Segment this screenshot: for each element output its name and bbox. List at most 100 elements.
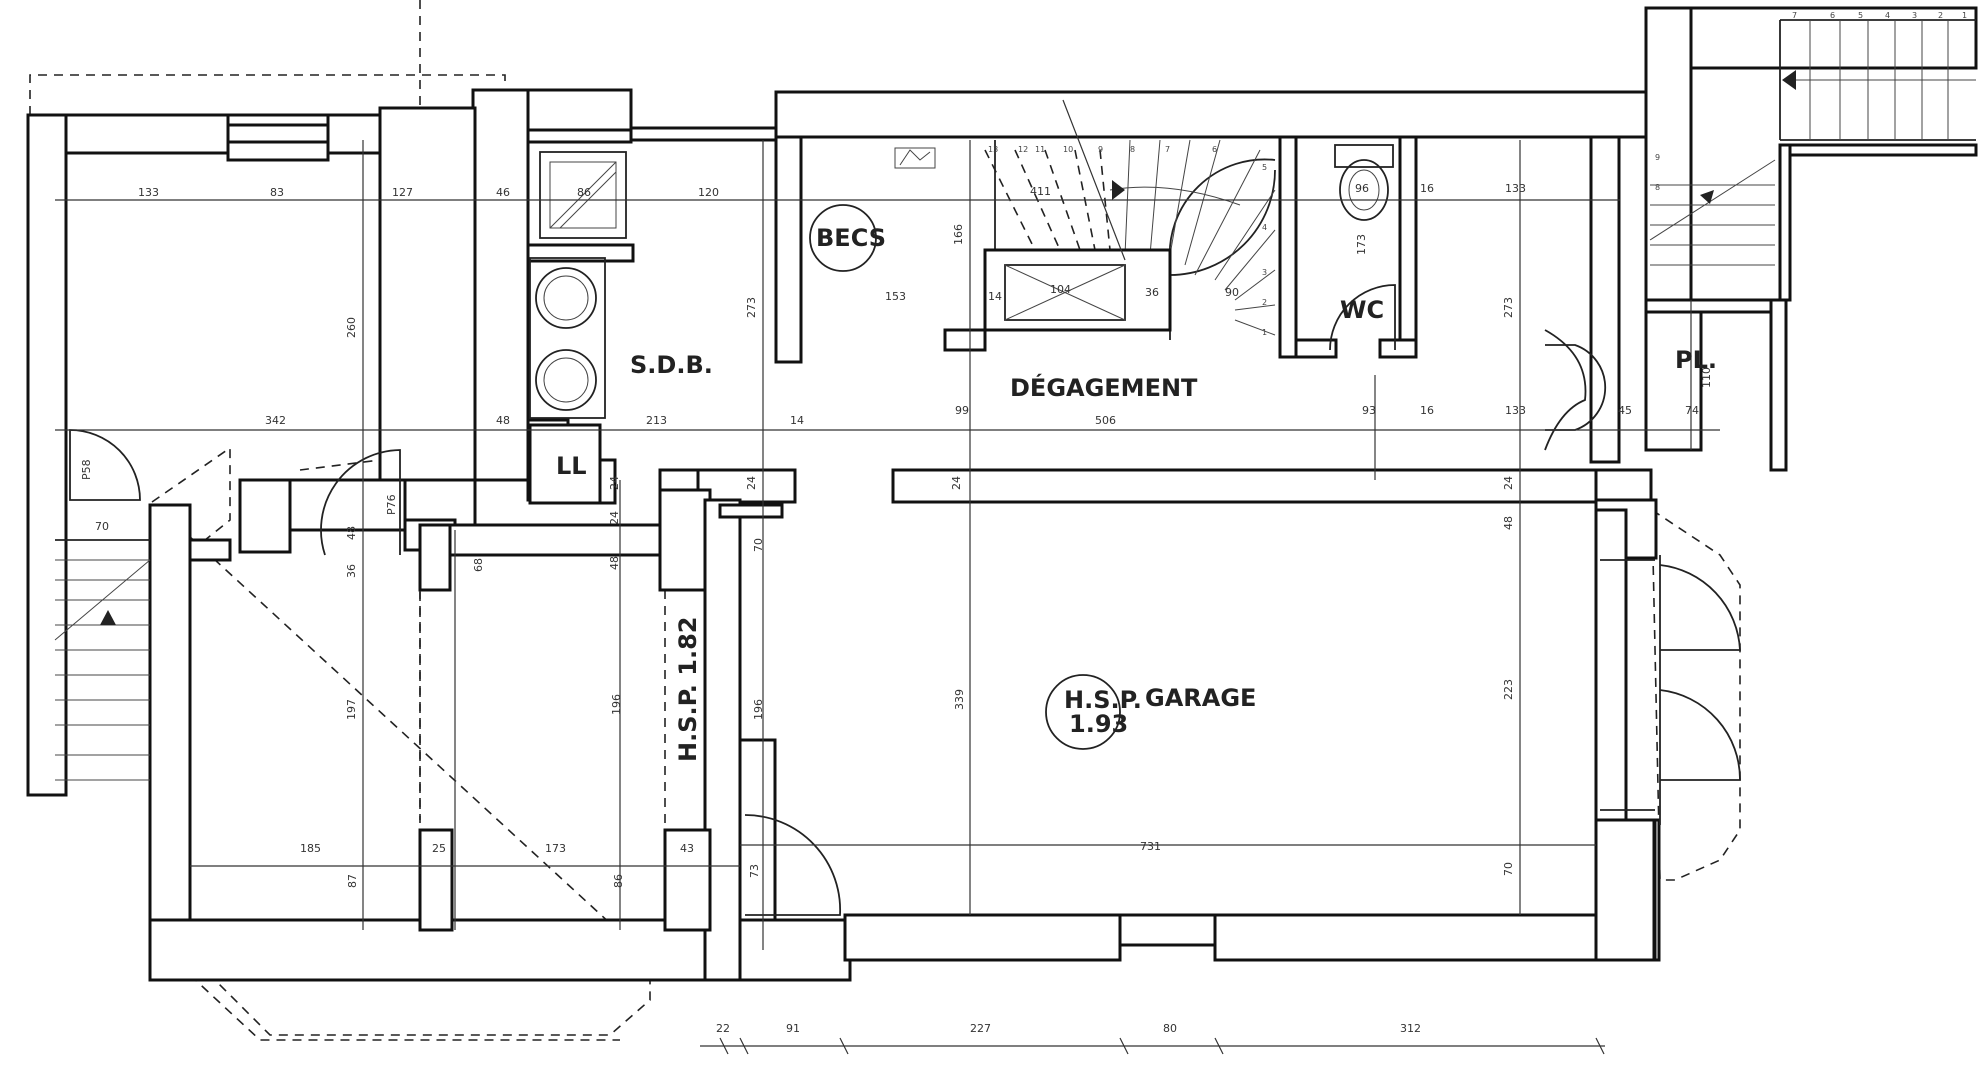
stair-num: 10 <box>1063 145 1073 154</box>
hsp-garage-line1: H.S.P. <box>1064 686 1142 714</box>
stair-num: 4 <box>1262 223 1267 232</box>
stair-num: 3 <box>1262 268 1267 277</box>
dim-label: 133 <box>138 186 159 199</box>
dimension-numbers: 133 83 127 46 86 120 153 14 36 90 96 16 … <box>80 11 1967 1035</box>
room-label-pl: PL. <box>1675 346 1717 374</box>
dim-label: 93 <box>1362 404 1376 417</box>
stair-num: 7 <box>1792 11 1797 20</box>
dim-label: 120 <box>698 186 719 199</box>
shower-tray <box>539 151 627 239</box>
room-labels: S.D.B. BECS DÉGAGEMENT WC PL. LL GARAGE … <box>556 224 1717 762</box>
room-label-degagement: DÉGAGEMENT <box>1010 373 1198 402</box>
dim-label: 22 <box>716 1022 730 1035</box>
dim-label: 48 <box>608 556 621 570</box>
toilet-bowl <box>1339 159 1389 221</box>
dim-label: 24 <box>950 476 963 490</box>
stair-center-spiral <box>943 139 1276 352</box>
dim-label: 74 <box>1685 404 1699 417</box>
stair-arrow-icon <box>1700 190 1714 204</box>
stair-num: 4 <box>1885 11 1890 20</box>
dim-label: 506 <box>1095 414 1116 427</box>
stair-num: 1 <box>1962 11 1967 20</box>
dim-label: P58 <box>80 459 93 480</box>
stair-right-side <box>1649 159 1776 266</box>
dim-label: 80 <box>1163 1022 1177 1035</box>
dim-label: 96 <box>1355 182 1369 195</box>
dim-label: 73 <box>748 864 761 878</box>
dim-label: 86 <box>612 874 625 888</box>
dim-label: 273 <box>1502 297 1515 318</box>
dim-label: 133 <box>1505 182 1526 195</box>
dim-label: 25 <box>432 842 446 855</box>
dim-label: 14 <box>988 290 1002 303</box>
dim-label: 213 <box>646 414 667 427</box>
dim-label: 36 <box>345 564 358 578</box>
dim-label: 36 <box>1145 286 1159 299</box>
dimension-lines <box>55 99 1720 1055</box>
window-top-mid <box>629 126 778 142</box>
dim-label: 70 <box>752 538 765 552</box>
hsp-garage-line2: 1.93 <box>1069 710 1128 738</box>
stair-num: 8 <box>1655 183 1660 192</box>
dim-label: 196 <box>752 699 765 720</box>
stair-num: 5 <box>1262 163 1267 172</box>
stair-num: 5 <box>1858 11 1863 20</box>
dim-label: 731 <box>1140 840 1161 853</box>
sink-top <box>535 267 597 329</box>
room-label-sdb: S.D.B. <box>630 351 713 379</box>
dim-label: 185 <box>300 842 321 855</box>
dim-label: 104 <box>1050 283 1071 296</box>
dim-label: 197 <box>345 699 358 720</box>
hsp-side-label: H.S.P. 1.82 <box>674 617 702 762</box>
stair-num: 3 <box>1912 11 1917 20</box>
room-label-garage: GARAGE <box>1145 684 1256 712</box>
becs-circle <box>809 204 877 272</box>
dim-label: 173 <box>1355 234 1368 255</box>
dim-label: 173 <box>545 842 566 855</box>
dim-label: 339 <box>953 689 966 710</box>
stair-num: 2 <box>1938 11 1943 20</box>
dim-label: 24 <box>745 476 758 490</box>
dim-label: 273 <box>745 297 758 318</box>
dim-label: 16 <box>1420 404 1434 417</box>
dim-label: 196 <box>610 694 623 715</box>
stair-num: 6 <box>1212 145 1217 154</box>
dim-label: 99 <box>955 404 969 417</box>
stair-num: 6 <box>1830 11 1835 20</box>
stair-top-right <box>1779 19 1976 141</box>
stair-num: 7 <box>1165 145 1170 154</box>
dim-label: 48 <box>345 526 358 540</box>
dim-label: 43 <box>680 842 694 855</box>
dim-label: 133 <box>1505 404 1526 417</box>
dim-label: 90 <box>1225 286 1239 299</box>
dim-label: 24 <box>1502 476 1515 490</box>
dim-label: 46 <box>496 186 510 199</box>
stair-num: 2 <box>1262 298 1267 307</box>
stair-num: 9 <box>1098 145 1103 154</box>
window-top-left <box>226 140 330 162</box>
dim-label: 153 <box>885 290 906 303</box>
stair-num: 8 <box>1130 145 1135 154</box>
dim-label: 91 <box>786 1022 800 1035</box>
dim-label: P76 <box>385 494 398 515</box>
dim-label: 260 <box>345 317 358 338</box>
stair-num: 1 <box>1262 328 1267 337</box>
room-label-ll: LL <box>556 452 587 480</box>
dim-label: 16 <box>1420 182 1434 195</box>
dim-label: 312 <box>1400 1022 1421 1035</box>
room-label-wc: WC <box>1340 296 1384 324</box>
dim-label: 223 <box>1502 679 1515 700</box>
dim-label: 48 <box>496 414 510 427</box>
dim-label: 227 <box>970 1022 991 1035</box>
stair-left <box>54 539 151 781</box>
dim-label: 83 <box>270 186 284 199</box>
hsp-garage-circle <box>1045 674 1121 750</box>
dim-label: 70 <box>95 520 109 533</box>
dim-label: 70 <box>1502 862 1515 876</box>
walls <box>26 6 1978 982</box>
dim-label: 14 <box>790 414 804 427</box>
dim-label: 127 <box>392 186 413 199</box>
stair-arrow-icon <box>1112 180 1125 200</box>
dim-label: 166 <box>952 224 965 245</box>
